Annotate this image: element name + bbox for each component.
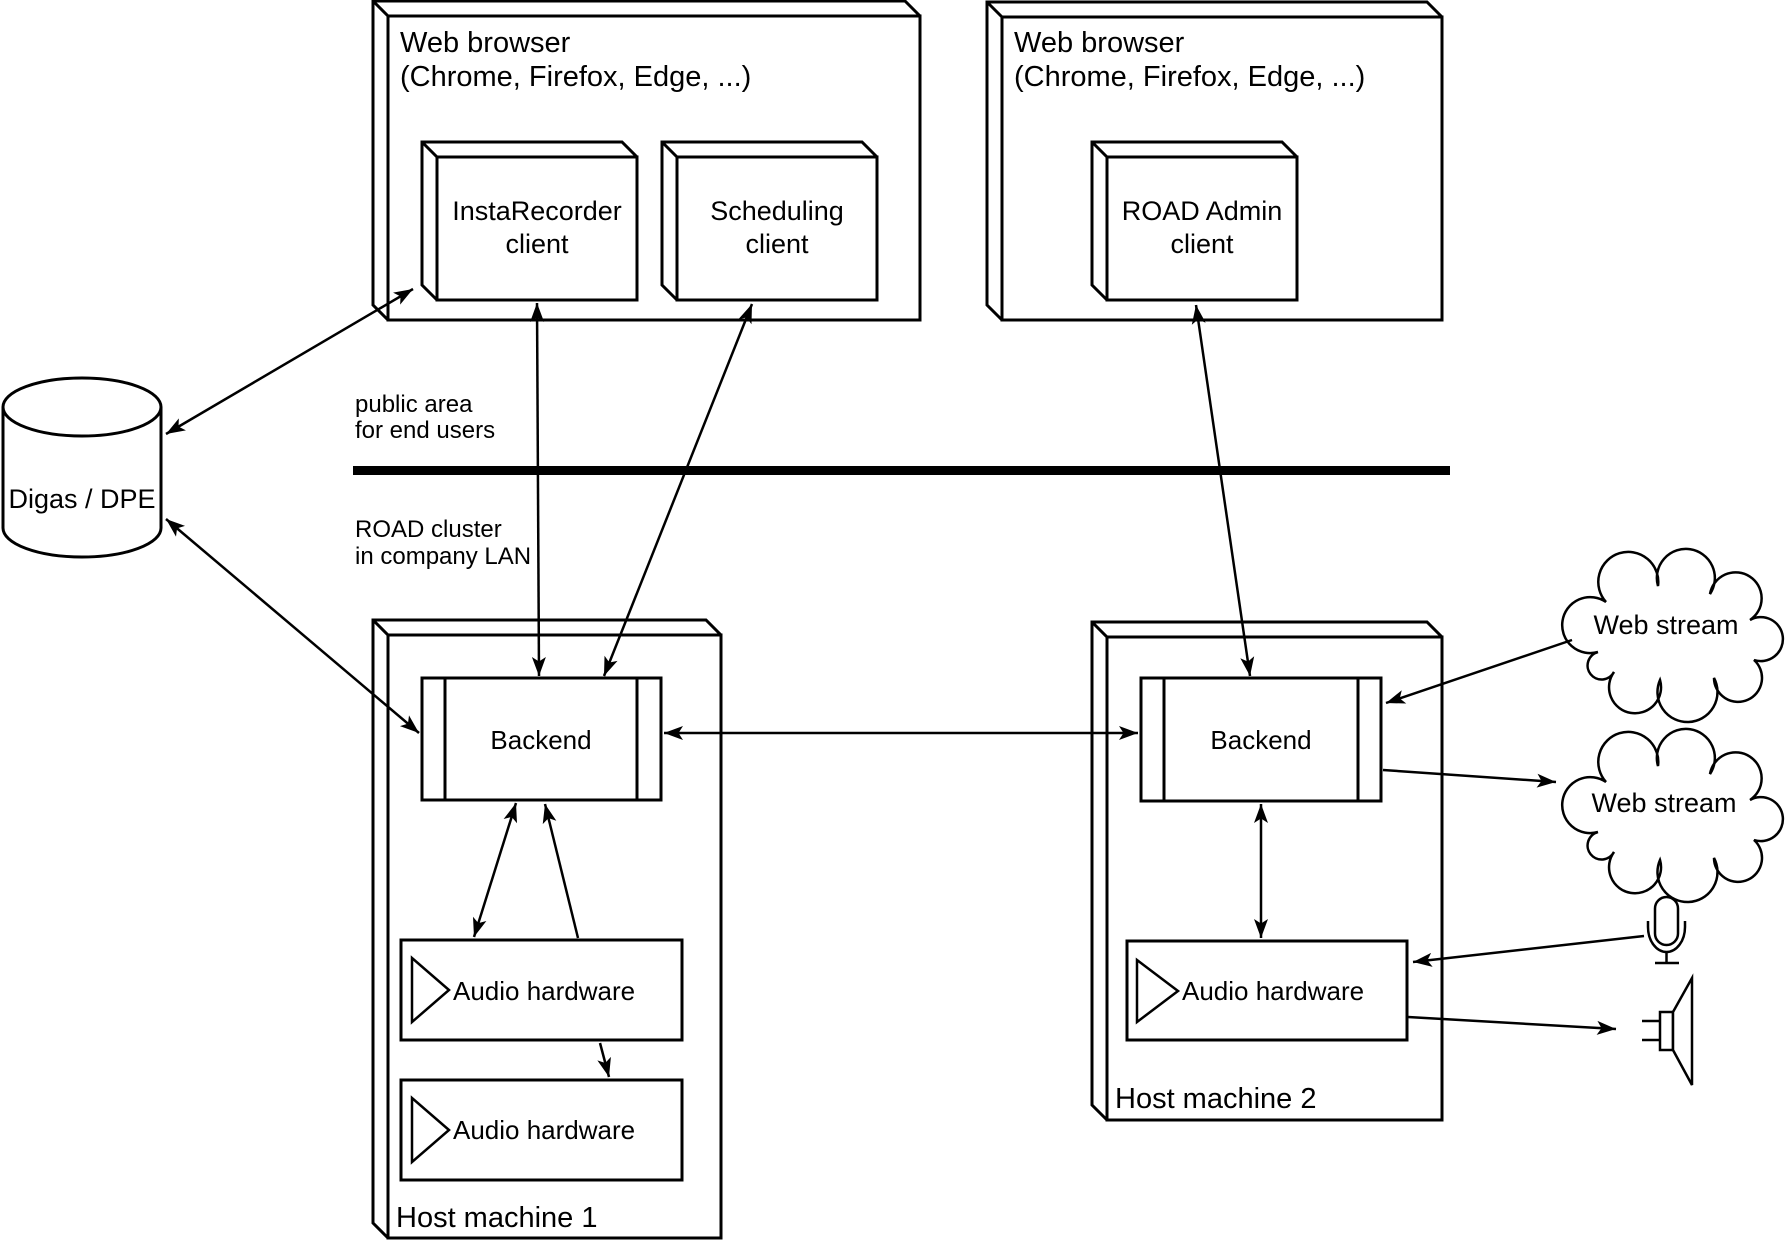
- road-admin-label-line2: client: [1170, 229, 1234, 259]
- host1-backend-label: Backend: [490, 725, 591, 755]
- microphone-icon: [1646, 895, 1687, 965]
- lan-zone-label: ROAD cluster in company LAN: [355, 516, 531, 570]
- digas-dpe-database: Digas / DPE: [1, 376, 163, 559]
- cloud-icon: [1560, 547, 1785, 724]
- web-stream-cloud-1: Web stream: [1560, 547, 1785, 724]
- web-stream-cloud-2: Web stream: [1560, 727, 1785, 904]
- cloud-icon: [1560, 727, 1785, 904]
- web-stream1-label: Web stream: [1593, 610, 1738, 640]
- play-triangle-icon: [1135, 957, 1181, 1025]
- host1-audio2-label: Audio hardware: [453, 1115, 635, 1145]
- edge-audio-speaker: [1407, 1015, 1617, 1035]
- host1-audio-hardware-2: Audio hardware: [399, 1078, 684, 1182]
- host1-audio1-label: Audio hardware: [453, 976, 635, 1006]
- browser1-title-line1: Web browser: [400, 27, 571, 59]
- play-triangle-icon: [410, 1095, 451, 1165]
- road-admin-client-node: ROAD Admin client: [1090, 140, 1299, 302]
- host2-audio-hardware: Audio hardware: [1125, 939, 1409, 1042]
- edge-audio1-audio2: [597, 1042, 611, 1078]
- edge-audio1-backend1: [542, 803, 580, 939]
- lan-zone-line2: in company LAN: [355, 543, 531, 570]
- browser2-title-line1: Web browser: [1014, 27, 1185, 59]
- edge-scheduling-backend1: [602, 303, 754, 677]
- edge-backend2-webstream2: [1382, 768, 1557, 788]
- public-zone-label: public area for end users: [355, 391, 495, 444]
- public-zone-line2: for end users: [355, 417, 495, 444]
- zone-divider-line: [353, 466, 1450, 475]
- edge-webstream1-backend2: [1385, 638, 1573, 705]
- instarecorder-label-line1: InstaRecorder: [452, 196, 622, 226]
- lan-zone-line1: ROAD cluster: [355, 516, 502, 543]
- edge-instarecorder-backend1: [530, 302, 546, 677]
- play-triangle-icon: [410, 955, 451, 1025]
- edge-digas-instarecorder: [165, 287, 414, 436]
- edge-microphone-audio: [1412, 934, 1645, 967]
- database-cylinder-icon: [1, 376, 163, 438]
- host2-backend-component: Backend: [1139, 676, 1383, 803]
- browser1-title-line2: (Chrome, Firefox, Edge, ...): [400, 61, 751, 93]
- host1-backend-component: Backend: [420, 676, 663, 802]
- road-admin-label-line1: ROAD Admin: [1122, 196, 1283, 226]
- scheduling-client-node: Scheduling client: [660, 140, 879, 302]
- instarecorder-client-node: InstaRecorder client: [420, 140, 639, 302]
- host1-audio-hardware-1: Audio hardware: [399, 938, 684, 1042]
- host2-backend-label: Backend: [1210, 725, 1311, 755]
- edge-roadadmin-backend2: [1191, 304, 1255, 677]
- speaker-icon: [1642, 973, 1694, 1086]
- web-stream2-label: Web stream: [1591, 788, 1736, 818]
- public-zone-line1: public area: [355, 391, 473, 418]
- browser2-title-line2: (Chrome, Firefox, Edge, ...): [1014, 61, 1365, 93]
- edge-backend1-audio1: [472, 802, 518, 938]
- host1-label: Host machine 1: [396, 1202, 598, 1234]
- edges: [165, 287, 1645, 1078]
- scheduling-label-line1: Scheduling: [710, 196, 844, 226]
- scheduling-label-line2: client: [745, 229, 809, 259]
- digas-dpe-label: Digas / DPE: [8, 484, 155, 514]
- host2-label: Host machine 2: [1115, 1083, 1317, 1115]
- instarecorder-label-line2: client: [505, 229, 569, 259]
- edge-digas-backend1: [165, 518, 420, 734]
- host2-audio-label: Audio hardware: [1182, 976, 1364, 1006]
